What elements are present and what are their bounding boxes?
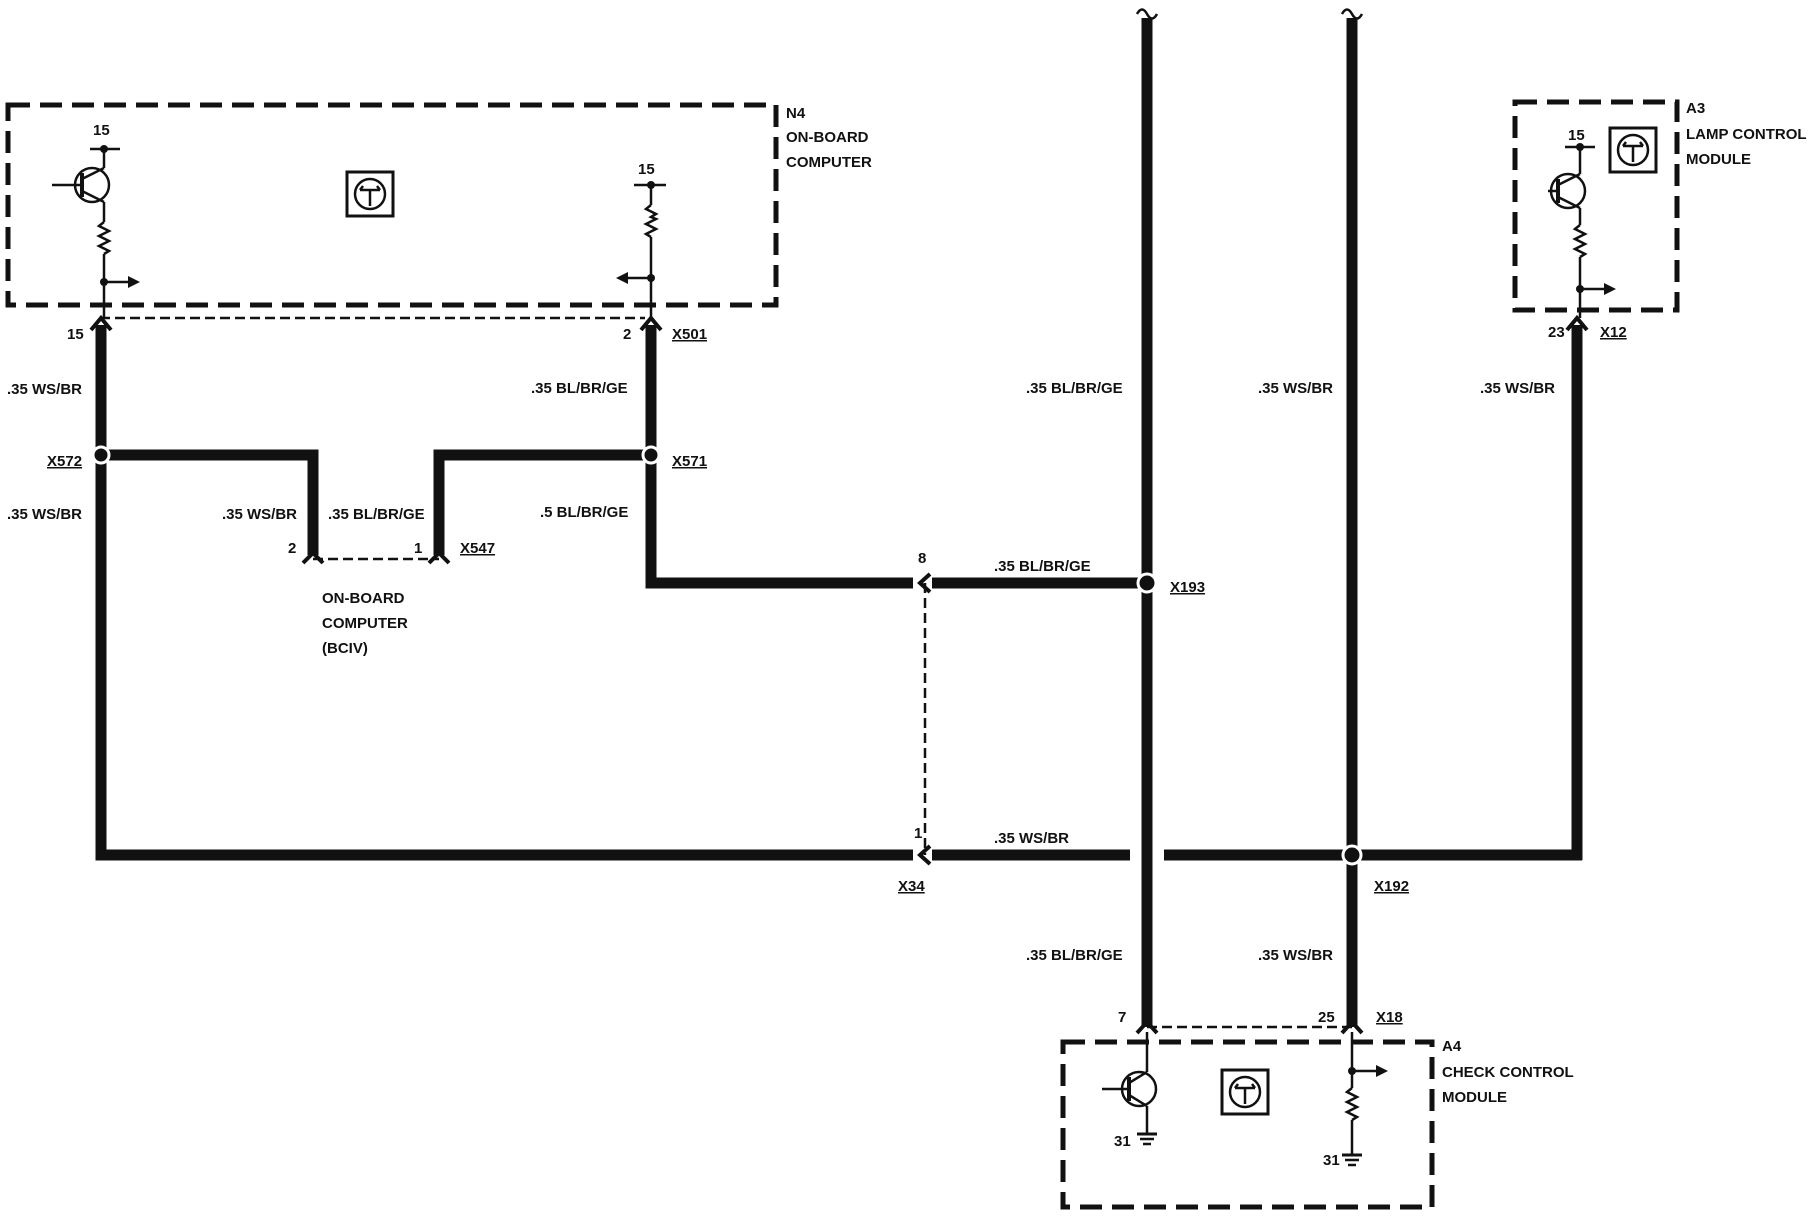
bciv-pin2-label: 2 <box>288 540 296 557</box>
a4-pin25-label: 25 <box>1318 1009 1335 1026</box>
wire-x571-to-bciv-pin1 <box>433 449 651 555</box>
splice-x192 <box>1341 844 1363 866</box>
bciv-name-line1: ON-BOARD <box>322 590 405 607</box>
wire-label-bus1-top: .35 BL/BR/GE <box>1026 380 1123 397</box>
n4-pin2-label: 2 <box>623 326 631 343</box>
splice-x572 <box>91 445 111 465</box>
splice-x571 <box>641 445 661 465</box>
x34-pin8-label: 8 <box>918 550 926 567</box>
wire-label-bciv-left: .35 WS/BR <box>222 506 297 523</box>
a4-pin7-chevron <box>1135 1019 1159 1035</box>
n4-right-supply-pin: 15 <box>638 161 655 178</box>
n4-id-label: N4 <box>786 105 806 122</box>
n4-right-circuit <box>616 181 666 318</box>
bus1-break-mark <box>1135 8 1159 20</box>
a3-pin23-chevron <box>1565 314 1589 332</box>
bciv-name-line3: (BCIV) <box>322 640 368 657</box>
wire-label-bus2-top: .35 WS/BR <box>1258 380 1333 397</box>
a3-pin23-label: 23 <box>1548 324 1565 341</box>
wire-label-bus1-bot: .35 BL/BR/GE <box>1026 947 1123 964</box>
a4-pin7-label: 7 <box>1118 1009 1126 1026</box>
connector-x193: X193 <box>1170 579 1205 596</box>
splice-x193 <box>1136 572 1158 594</box>
a4-id-label: A4 <box>1442 1038 1462 1055</box>
wire-n4-pin15-to-x34 <box>95 325 913 861</box>
a3-module-box <box>1512 99 1680 313</box>
bus2-break-mark <box>1340 8 1364 20</box>
wire-label-a3: .35 WS/BR <box>1480 380 1555 397</box>
a4-ground-right-label: 31 <box>1323 1152 1340 1169</box>
wire-label-bciv-right: .35 BL/BR/GE <box>328 506 425 523</box>
connector-x12: X12 <box>1600 324 1627 341</box>
wire-label-n4-right: .35 BL/BR/GE <box>531 380 628 397</box>
a3-name-line2: MODULE <box>1686 151 1751 168</box>
a4-ground-left-label: 31 <box>1114 1133 1131 1150</box>
n4-pin15-chevron <box>89 314 113 332</box>
n4-left-supply-pin: 15 <box>93 122 110 139</box>
x34-pin1-chevron <box>917 844 932 866</box>
wire-label-left-top: .35 WS/BR <box>7 381 82 398</box>
a3-name-line1: LAMP CONTROL <box>1686 126 1807 143</box>
connector-x547: X547 <box>460 540 495 557</box>
connector-x34: X34 <box>898 878 925 895</box>
a3-supply-pin: 15 <box>1568 127 1585 144</box>
wire-label-bus2-bot: .35 WS/BR <box>1258 947 1333 964</box>
bciv-pin2-chevron <box>301 550 325 565</box>
bciv-pin1-chevron <box>427 550 451 565</box>
connector-x192: X192 <box>1374 878 1409 895</box>
a4-pin25-chevron <box>1340 1019 1364 1035</box>
a4-name-line2: MODULE <box>1442 1089 1507 1106</box>
bciv-name-line2: COMPUTER <box>322 615 408 632</box>
n4-left-circuit <box>52 145 140 318</box>
a3-id-label: A3 <box>1686 100 1705 117</box>
n4-name-line1: ON-BOARD <box>786 129 869 146</box>
wire-label-x571-down: .5 BL/BR/GE <box>540 504 628 521</box>
connector-x571: X571 <box>672 453 707 470</box>
n4-electronic-symbol-icon <box>345 170 395 218</box>
connector-x501: X501 <box>672 326 707 343</box>
a4-left-circuit <box>1102 1032 1158 1146</box>
n4-pin15-label: 15 <box>67 326 84 343</box>
connector-x572: X572 <box>47 453 82 470</box>
n4-name-line2: COMPUTER <box>786 154 872 171</box>
wire-label-bottom-h: .35 WS/BR <box>994 830 1069 847</box>
bciv-pin1-label: 1 <box>414 540 422 557</box>
connector-x18: X18 <box>1376 1009 1403 1026</box>
a4-electronic-symbol-icon <box>1220 1068 1270 1116</box>
x34-pin8-chevron <box>917 572 932 594</box>
a4-module-box <box>1060 1039 1435 1210</box>
a4-name-line1: CHECK CONTROL <box>1442 1064 1574 1081</box>
x34-pin1-label: 1 <box>914 825 922 842</box>
wire-label-to-x193: .35 BL/BR/GE <box>994 558 1091 575</box>
wire-x572-to-bciv-pin2 <box>101 449 319 555</box>
wire-n4-pin2-to-x34 <box>645 325 913 589</box>
n4-module-box <box>5 102 779 308</box>
a3-electronic-symbol-icon <box>1608 126 1658 174</box>
a3-circuit <box>1548 143 1616 318</box>
wire-label-left-mid: .35 WS/BR <box>7 506 82 523</box>
a4-right-circuit <box>1342 1032 1388 1167</box>
